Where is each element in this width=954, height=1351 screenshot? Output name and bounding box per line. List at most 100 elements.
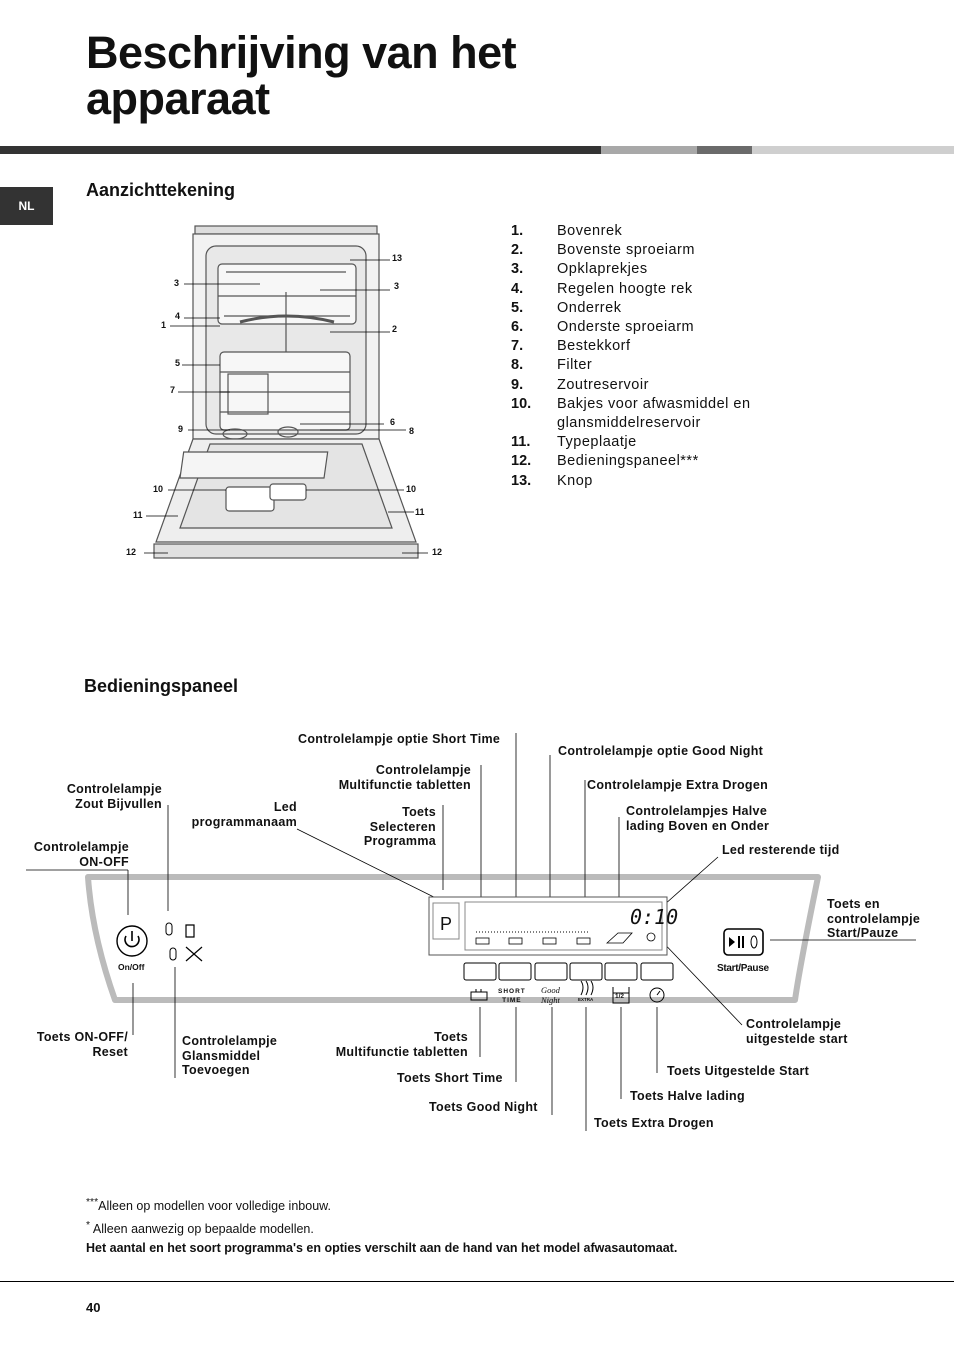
legend-item: 12.Bedieningspaneel*** xyxy=(511,452,777,471)
legend-number: 13. xyxy=(511,472,532,489)
legend-number: 7. xyxy=(511,338,524,355)
page-number: 40 xyxy=(86,1300,101,1315)
label-half-load-key: Toets Halve lading xyxy=(630,1089,745,1103)
label-led-remaining-time: Led resterende tijd xyxy=(722,843,840,857)
parts-legend: 1. Bovenrek 2. Bovenste sproeiarm 3. Opklapre… xyxy=(511,222,777,491)
label-salt-lamp: Controlelampje Zout Bijvullen xyxy=(40,782,162,811)
page-title: Beschrijving van het apparaat xyxy=(86,30,517,124)
label-onoff-lamp: Controlelampje ON-OFF xyxy=(20,840,129,869)
label-line: Controlelampje xyxy=(33,840,129,854)
legend-text: Onderrek xyxy=(557,299,622,316)
short-time-icon: SHORT TIME xyxy=(498,987,526,1005)
figure-number: 2 xyxy=(392,324,398,334)
short-icon-line-2: TIME xyxy=(502,997,522,1004)
footnote-2: * Alleen aanwezig op bepaalde modellen. xyxy=(86,1216,677,1239)
figure-number: 13 xyxy=(392,253,403,263)
legend-item: 13.Knop xyxy=(511,472,777,491)
label-line: Programma xyxy=(363,834,436,848)
label-line: ON-OFF xyxy=(79,854,129,869)
figure-number: 4 xyxy=(175,311,181,321)
good-night-icon: Good Night xyxy=(541,985,560,1005)
footer-divider xyxy=(0,1281,954,1282)
label-line: uitgestelde start xyxy=(746,1031,848,1046)
short-icon-line-1: SHORT xyxy=(498,988,526,995)
figure-number: 12 xyxy=(432,547,443,557)
label-line: lading Boven en Onder xyxy=(626,818,770,833)
footnote-mark: *** xyxy=(86,1197,99,1208)
figure-number: 9 xyxy=(178,424,184,434)
label-select-program: Toets Selecteren Programma xyxy=(340,805,436,849)
legend-item: 6.Onderste sproeiarm xyxy=(511,318,777,337)
extra-icon: EXTRA xyxy=(578,997,594,1002)
good-icon-line-1: Good xyxy=(541,985,560,995)
label-line: Multifunctie tabletten xyxy=(335,1044,468,1059)
label-line: Multifunctie tabletten xyxy=(338,777,471,792)
legend-item: 4.Regelen hoogte rek xyxy=(511,280,777,299)
figure-number: 10 xyxy=(406,484,417,494)
legend-item: 7. Bestekkorf xyxy=(511,337,777,356)
title-line-2: apparaat xyxy=(86,73,270,124)
label-extra-dry-lamp: Controlelampje Extra Drogen xyxy=(587,778,769,792)
label-multi-key: Toets Multifunctie tabletten xyxy=(318,1030,468,1059)
footnote-text: Alleen aanwezig op bepaalde modellen. xyxy=(92,1222,314,1237)
figure-number: 1 xyxy=(161,320,167,330)
legend-text: Opklaprekjes xyxy=(557,261,648,278)
legend-number: 9. xyxy=(511,376,524,393)
legend-text: Bovenste sproeiarm xyxy=(557,242,695,259)
label-line: controlelampje xyxy=(827,911,921,926)
legend-number: 1. xyxy=(511,223,524,239)
label-delay-lamp: Controlelampje uitgestelde start xyxy=(746,1017,848,1046)
start-pause-caption: Start/Pause xyxy=(717,963,769,974)
legend-number: 11. xyxy=(511,434,531,451)
label-line: Selecteren xyxy=(369,819,436,834)
onoff-caption: On/Off xyxy=(118,962,145,972)
legend-item: 5. Onderrek xyxy=(511,299,777,318)
figure-number: 10 xyxy=(153,484,164,494)
legend-item: 11. Typeplaatje xyxy=(511,433,777,452)
control-panel-illustration xyxy=(26,733,916,1131)
legend-text: Bovenrek xyxy=(557,223,623,239)
figure-number: 8 xyxy=(409,426,415,436)
display-time: 0:10 xyxy=(630,905,679,929)
label-good-night-key: Toets Good Night xyxy=(429,1100,538,1114)
legend-text: Bestekkorf xyxy=(557,338,631,355)
label-line: Toets en xyxy=(827,897,880,911)
legend-item: 9. Zoutreservoir xyxy=(511,376,777,395)
label-line: Start/Pauze xyxy=(827,926,899,940)
label-line: Controlelampje xyxy=(182,1034,278,1048)
legend-item: 2. Bovenste sproeiarm xyxy=(511,241,777,260)
legend-number: 5. xyxy=(511,299,524,316)
legend-number: 4. xyxy=(511,280,524,297)
label-line: Led xyxy=(273,800,297,814)
legend-text: Bakjes voor afwasmiddel en glansmiddelre… xyxy=(557,395,751,432)
label-line: Reset xyxy=(92,1044,128,1059)
legend-item: 1. Bovenrek xyxy=(511,222,777,241)
label-extra-dry-key: Toets Extra Drogen xyxy=(594,1116,714,1130)
label-line: Zout Bijvullen xyxy=(75,796,162,811)
figure-number: 11 xyxy=(415,507,425,517)
label-rinse-lamp: Controlelampje Glansmiddel Toevoegen xyxy=(182,1034,277,1078)
label-short-time-lamp: Controlelampje optie Short Time xyxy=(298,732,501,746)
label-line: Toets xyxy=(434,1030,468,1044)
half-load-icon: 1/2 xyxy=(615,993,625,1000)
label-led-program: Led programmanaam xyxy=(180,800,297,829)
label-line: Toets xyxy=(402,805,436,819)
figure-number: 11 xyxy=(133,510,143,520)
legend-number: 10. xyxy=(511,395,532,412)
label-line: Controlelampje xyxy=(375,763,471,777)
dishwasher-illustration xyxy=(144,225,428,559)
legend-text: Onderste sproeiarm xyxy=(557,319,695,336)
legend-number: 3. xyxy=(511,261,524,278)
legend-text: Typeplaatje xyxy=(557,434,637,451)
legend-number: 2. xyxy=(511,242,524,259)
label-good-night-lamp: Controlelampje optie Good Night xyxy=(558,744,764,758)
figure-number: 3 xyxy=(394,281,400,291)
footnote-mark: * xyxy=(86,1220,91,1232)
label-line: programmanaam xyxy=(191,814,297,829)
label-line: Controlelampjes Halve xyxy=(626,804,768,818)
label-start-pause: Toets en controlelampje Start/Pauze xyxy=(827,897,920,941)
label-delay-key: Toets Uitgestelde Start xyxy=(667,1064,810,1078)
figure-number: 3 xyxy=(174,278,180,288)
legend-text: Zoutreservoir xyxy=(557,376,649,393)
legend-item: 10. Bakjes voor afwasmiddel en glansmidde… xyxy=(511,395,777,433)
